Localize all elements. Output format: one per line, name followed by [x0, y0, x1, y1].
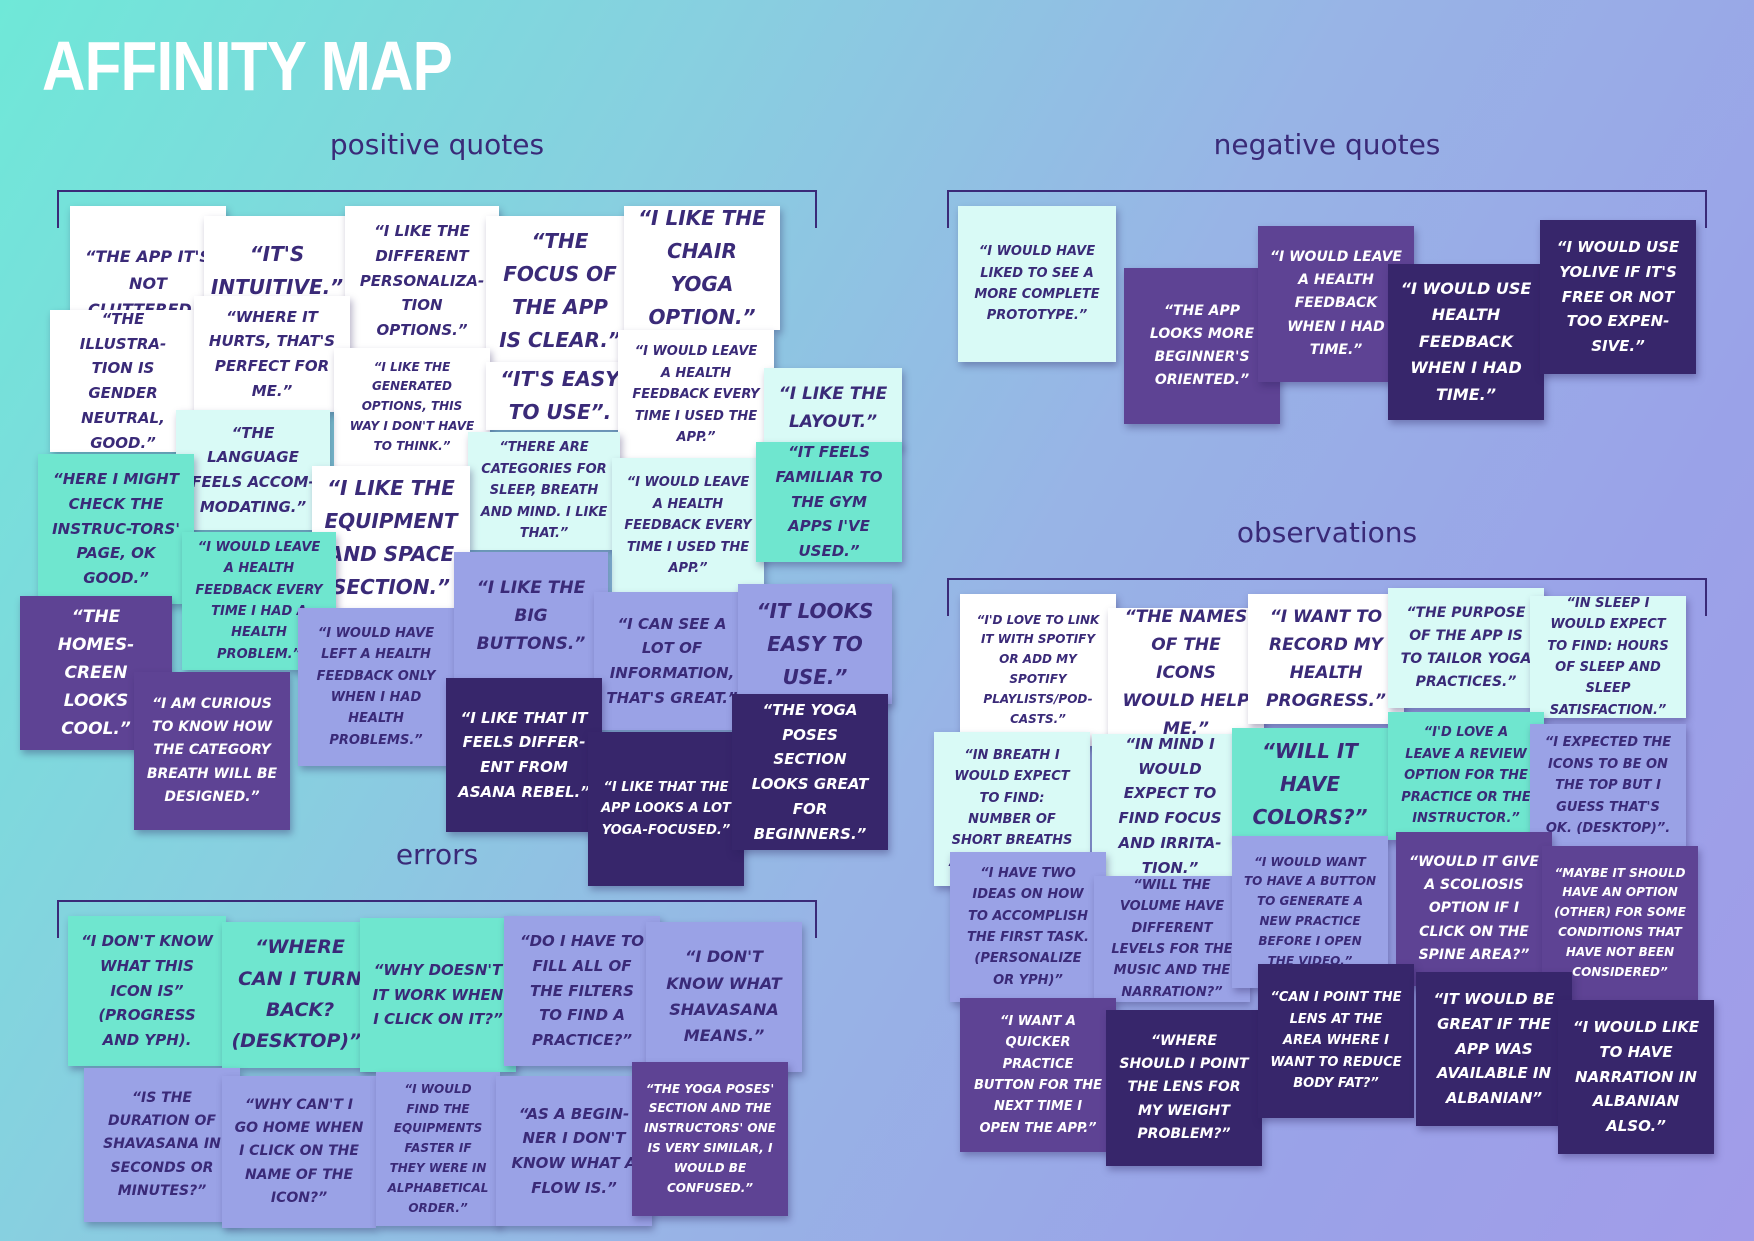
sticky-note: “I like the big buttons.” — [454, 552, 608, 680]
sticky-note: “I want to record my health progress.” — [1248, 594, 1404, 724]
sticky-note: “I'd love a leave a review option for th… — [1388, 712, 1544, 840]
sticky-note: “I would have liked to see a more comple… — [958, 206, 1116, 362]
sticky-note: “Is the duration of Shavasana in seconds… — [84, 1068, 240, 1222]
sticky-note: “Where should I point the lens for my we… — [1106, 1010, 1262, 1166]
sticky-note: “The names of the icons would help me.” — [1108, 608, 1264, 738]
positive-quotes-heading: positive quotes — [329, 128, 545, 161]
errors-heading: errors — [395, 838, 479, 871]
sticky-note: “I don't know what Shavasana means.” — [646, 922, 802, 1072]
observations-heading: observations — [1236, 516, 1418, 549]
sticky-note: “The yoga poses section looks great for … — [732, 694, 888, 850]
sticky-note: “Where can I turn back? (desktop)”. — [222, 922, 378, 1068]
sticky-note: “In Mind I would expect to find focus an… — [1092, 734, 1248, 878]
observations-bracket — [947, 578, 1707, 616]
sticky-note: “I would like to have narration in Alban… — [1558, 1000, 1714, 1154]
sticky-note: “Will it have colors?” — [1232, 728, 1388, 840]
sticky-note: “I'd love to link it with Spotify or add… — [960, 594, 1116, 746]
sticky-note: “Will the volume have different levels f… — [1094, 876, 1250, 1002]
sticky-note: “I can see a lot of information, that's … — [594, 592, 750, 730]
sticky-note: “I like that it feels differ-ent from as… — [446, 678, 602, 832]
positive-quotes-bracket — [57, 190, 817, 228]
sticky-note: “I like the different personaliza-tion o… — [345, 206, 499, 356]
negative-quotes-heading: negative quotes — [1213, 128, 1441, 161]
sticky-note: “It looks easy to use.” — [738, 584, 892, 704]
sticky-note: “I am curious to know how the category b… — [134, 672, 290, 830]
sticky-note: “Here I might check the instruc-tors' pa… — [38, 454, 194, 604]
sticky-note: “I would leave a health feedback every t… — [182, 532, 336, 670]
sticky-note: “I want a quicker practice button for th… — [960, 998, 1116, 1152]
sticky-note: “The illustra-tion is gender neutral, go… — [50, 310, 196, 452]
sticky-note: “I would leave a health feedback every t… — [618, 330, 774, 460]
sticky-note: “The language feels accom-modating.” — [176, 410, 330, 530]
sticky-note: “I would have left a health feedback onl… — [298, 608, 454, 766]
sticky-note: “Where it hurts, that's perfect for me.” — [194, 296, 350, 412]
sticky-note: “I expected the icons to be on the top b… — [1530, 724, 1686, 848]
sticky-note: “Why can't I go home when I click on the… — [222, 1076, 376, 1228]
page-title: AFFINITY MAP — [42, 27, 453, 105]
sticky-note: “In Sleep I would expect to find: hours … — [1530, 596, 1686, 718]
sticky-note: “Would it give a scoliosis option if I c… — [1396, 832, 1552, 986]
sticky-note: “I have two ideas on how to accomplish t… — [950, 852, 1106, 1002]
sticky-note: “The app looks more beginner's oriented.… — [1124, 268, 1280, 424]
negative-quotes-bracket — [947, 190, 1707, 228]
sticky-note: “It would be great if the app was availa… — [1416, 972, 1572, 1126]
sticky-note: “I like that the app looks a lot yoga-fo… — [588, 732, 744, 886]
sticky-note: “I would leave a health feedback every t… — [612, 458, 764, 594]
sticky-note: “I like the chair yoga option.” — [624, 206, 780, 330]
sticky-note: “It feels familiar to the gym apps I've … — [756, 442, 902, 562]
sticky-note: “I like the layout.” — [764, 368, 902, 448]
sticky-note: “I would use health feedback when I had … — [1388, 264, 1544, 420]
errors-bracket — [57, 900, 817, 938]
sticky-note: “The yoga poses' section and the instruc… — [632, 1062, 788, 1216]
sticky-note: “I don't know what this icon is” (progre… — [68, 916, 226, 1066]
sticky-note: “The focus of the app is clear.” — [486, 216, 634, 366]
sticky-note: “The purpose of the app is to tailor yog… — [1388, 588, 1544, 708]
sticky-note: “There are categories for sleep, breath … — [468, 432, 620, 550]
sticky-note: “Can I point the lens at the area where … — [1258, 964, 1414, 1118]
sticky-note: “As a begin-ner I don't know what a flow… — [496, 1076, 652, 1226]
sticky-note: “It's easy to use”. — [486, 362, 634, 430]
sticky-note: “I would use Yolive if it's free or not … — [1540, 220, 1696, 374]
sticky-note: “Why doesn't it work when I click on it?… — [360, 918, 516, 1072]
sticky-note: “I like the generated options, this way … — [334, 348, 490, 466]
sticky-note: “I like the equipment and space section.… — [312, 466, 470, 610]
sticky-note: “I would want to have a button to genera… — [1232, 836, 1388, 988]
sticky-note: “Do I have to fill all of the filters to… — [504, 916, 660, 1066]
sticky-note: “I would find the equipments faster if t… — [376, 1072, 500, 1226]
